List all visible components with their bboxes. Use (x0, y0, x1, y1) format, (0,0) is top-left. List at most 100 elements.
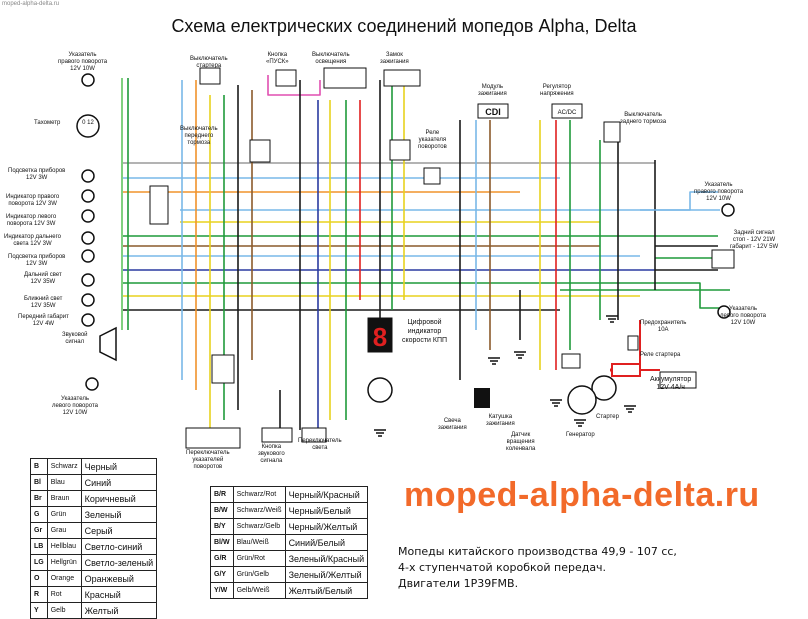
cdi-box (477, 103, 509, 119)
acdc-label: AC/DC (558, 110, 577, 116)
bulb-icon (81, 73, 95, 87)
horn-icon (99, 326, 117, 362)
bulb-icon (85, 377, 99, 391)
legend-russian: Красный (80, 586, 158, 603)
wire (655, 282, 720, 309)
legend-code: B/W (210, 502, 234, 519)
ignition-connector (389, 139, 411, 161)
bulb-icon (81, 231, 95, 245)
ground-icon (514, 351, 526, 359)
model-footnote: Мопеды китайского производства 49,9 - 10… (398, 544, 677, 592)
legend-code: B/R (210, 486, 234, 503)
fuse-box (627, 335, 639, 351)
gear-indicator-display (367, 317, 393, 353)
legend-code: Br (30, 490, 48, 507)
light-switch-box (323, 67, 367, 89)
legend-german: Hellgrün (46, 554, 82, 571)
legend-code: Bl (30, 474, 48, 491)
legend-code: Y/W (210, 582, 234, 599)
label-start-button: Кнопка«ПУСК» (266, 52, 289, 65)
regulator-box (551, 103, 583, 119)
front-brake-switch (249, 139, 271, 163)
site-watermark: moped-alpha-delta.ru (404, 476, 760, 514)
ground-icon (606, 315, 618, 323)
tacho-scale: 0 12 (82, 120, 94, 126)
legend-russian: Желтый (80, 602, 158, 619)
site-caption: moped-alpha-delta.ru (2, 1, 60, 7)
legend-russian: Зеленый/Желтый (284, 566, 369, 583)
legend-german: Grau (46, 522, 82, 539)
legend-german: Gelb (46, 602, 82, 619)
generator-icon (567, 385, 597, 415)
legend-russian: Черный (80, 458, 158, 475)
legend-german: Schwarz/Weiß (232, 502, 286, 519)
gear-digit: 8 (373, 322, 387, 352)
wire-layer: 8 CDI AC/DC 0 12 (76, 67, 735, 449)
wire (267, 75, 321, 96)
starter-relay-icon (611, 363, 641, 377)
cdi-label: CDI (485, 107, 501, 117)
battery-box (659, 371, 697, 389)
legend-code: B (30, 458, 48, 475)
legend-german: Grün/Rot (232, 550, 286, 567)
starter-motor-icon (591, 375, 617, 401)
start-button-box (275, 69, 297, 87)
legend-code: LG (30, 554, 48, 571)
bulb-icon (81, 209, 95, 223)
legend-russian: Черный/Белый (284, 502, 369, 519)
bulb-icon (81, 189, 95, 203)
legend-code: O (30, 570, 48, 587)
legend-russian: Светло-зеленый (80, 554, 158, 571)
legend-russian: Синий/Белый (284, 534, 369, 551)
bulb-icon (81, 169, 95, 183)
ignition-box (383, 69, 421, 87)
handlebar-connector (211, 354, 235, 384)
ground-icon (550, 399, 562, 407)
bulb-icon (81, 313, 95, 327)
legend-code: R (30, 586, 48, 603)
coil-connector (561, 353, 581, 369)
turn-relay-box (423, 167, 441, 185)
starter-switch-box (199, 67, 221, 85)
tail-light-box (711, 249, 735, 269)
legend-german: Orange (46, 570, 82, 587)
legend-russian: Зеленый/Красный (284, 550, 369, 567)
turn-switch-box (185, 427, 241, 449)
legend-russian: Коричневый (80, 490, 158, 507)
footnote-line: Мопеды китайского производства 49,9 - 10… (398, 545, 677, 558)
horn-button-box (261, 427, 293, 443)
label-generator: Генератор (566, 432, 595, 438)
sensor-icon (367, 377, 393, 403)
legend-russian: Черный/Красный (284, 486, 369, 503)
